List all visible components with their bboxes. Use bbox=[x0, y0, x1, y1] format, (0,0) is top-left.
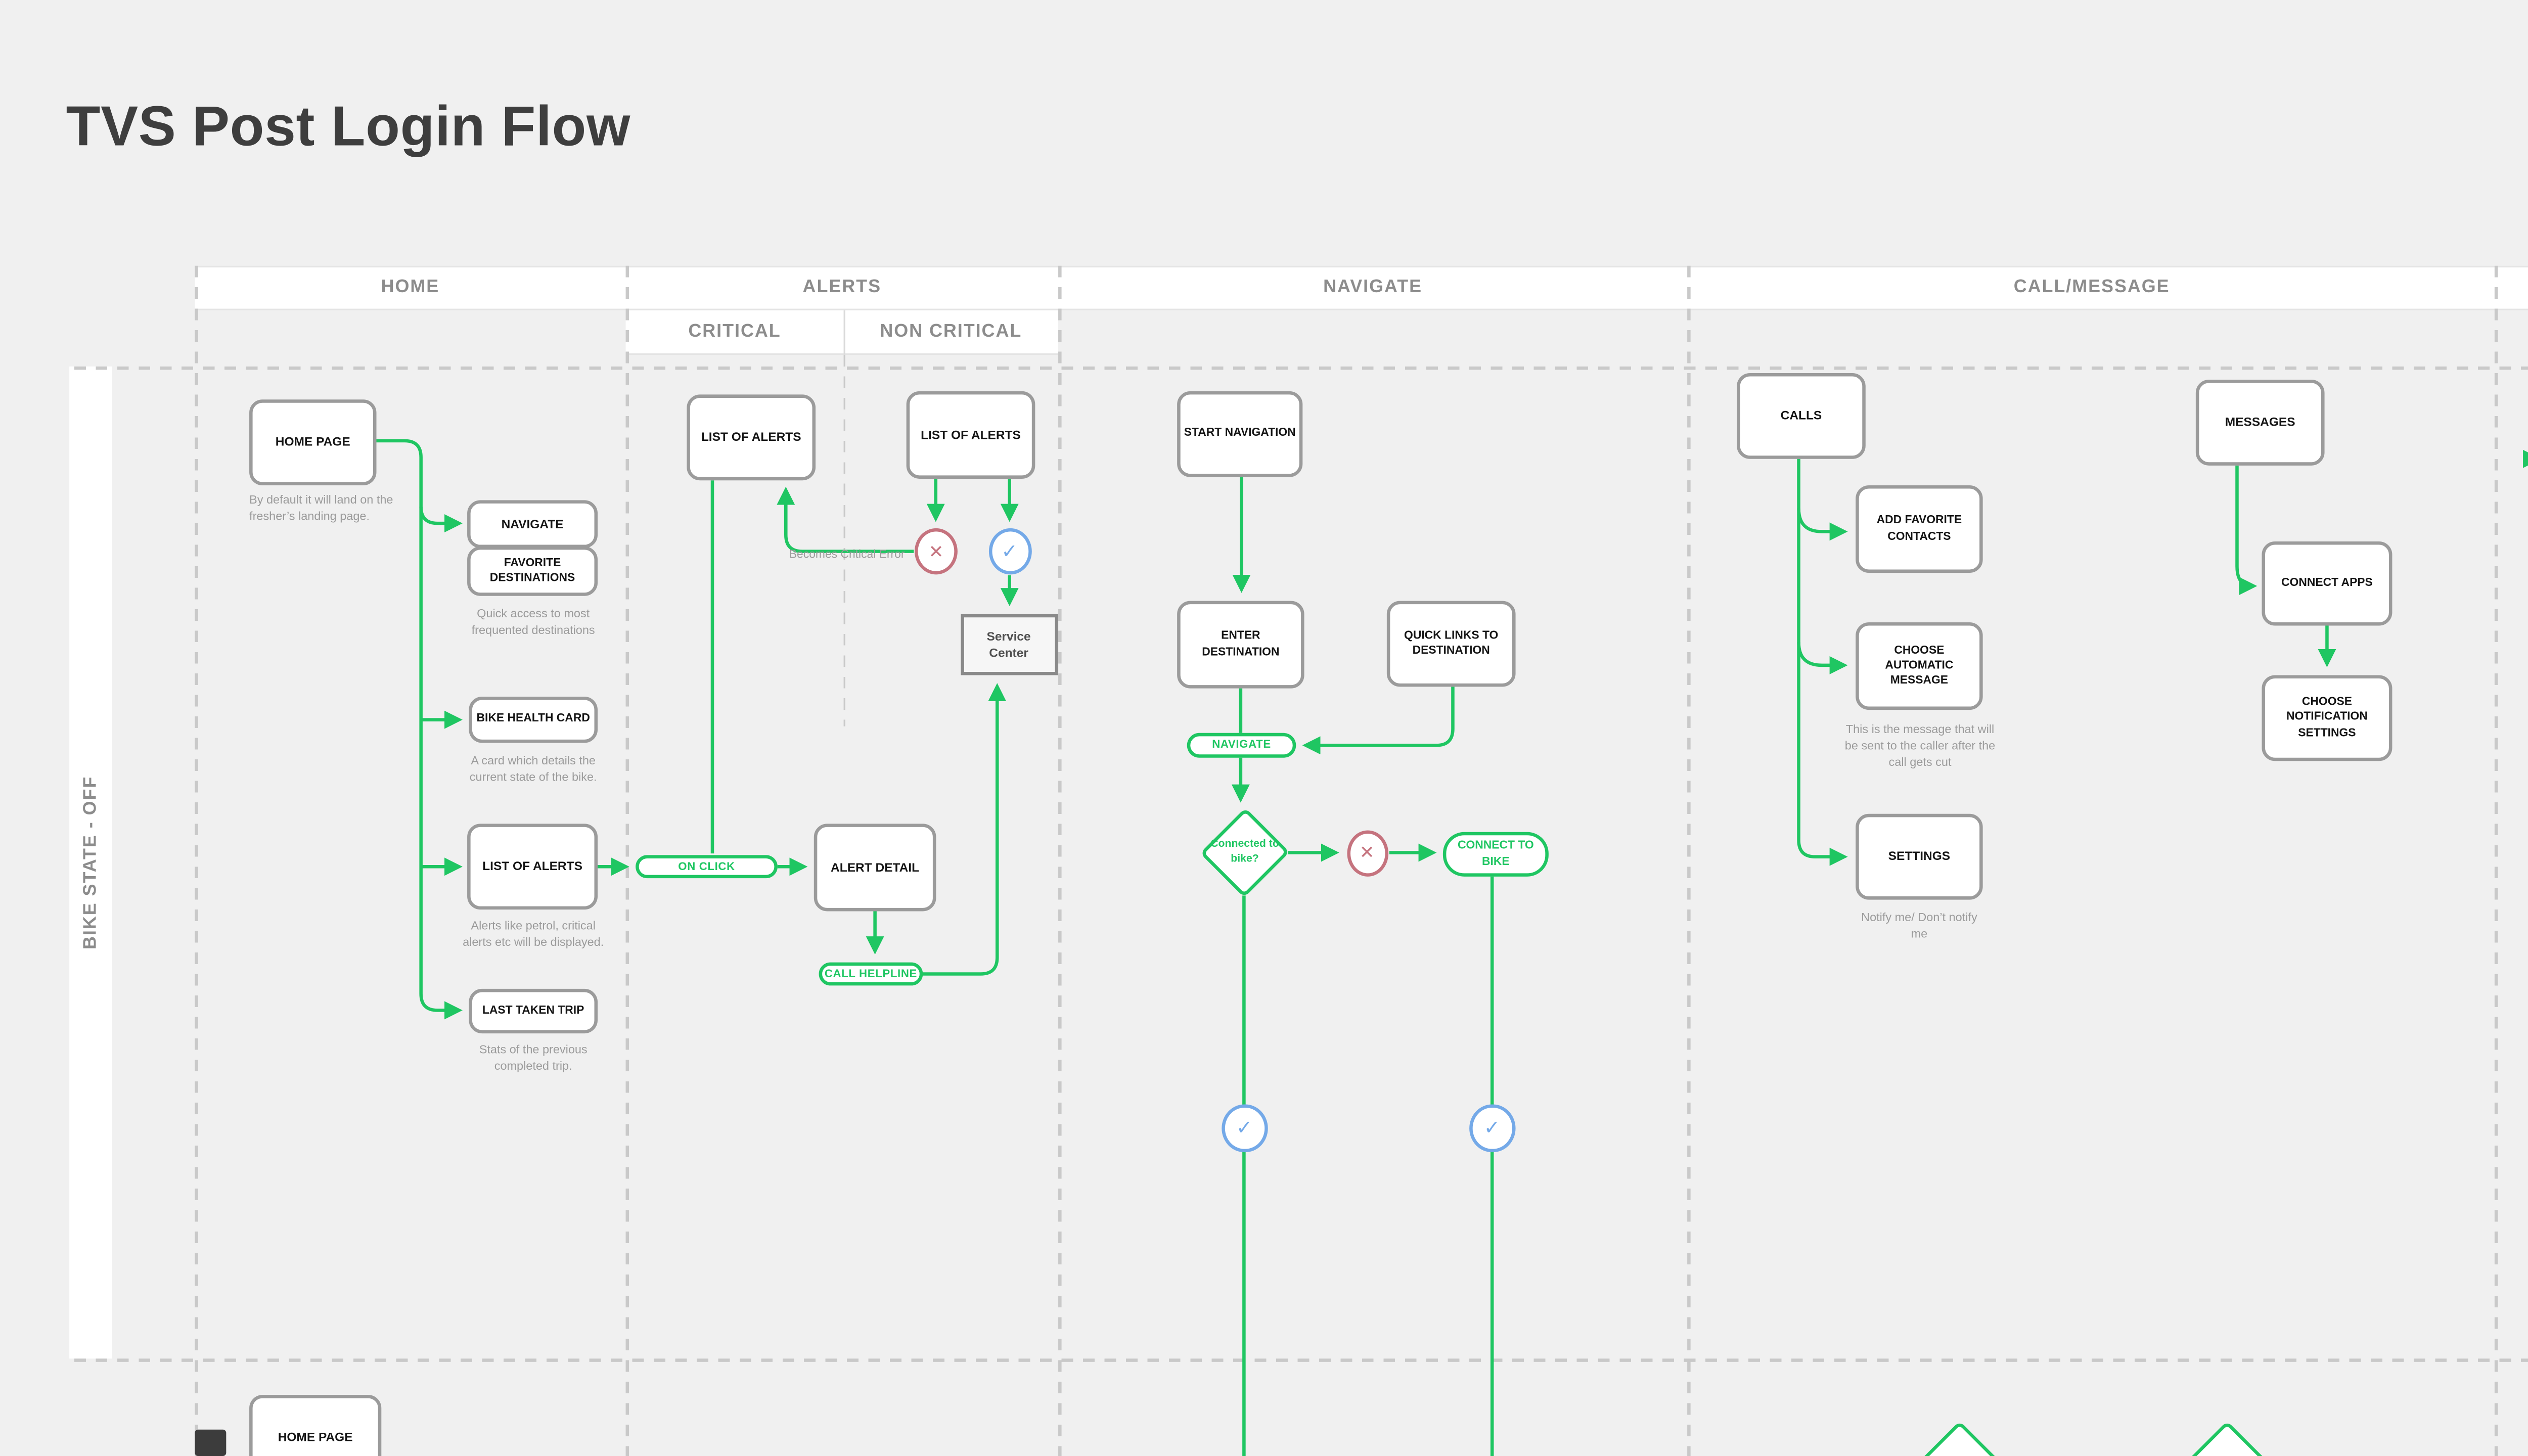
node-connect-to-bike[interactable]: CONNECT TO BIKE bbox=[1442, 832, 1549, 877]
node-choose-automatic-message[interactable]: CHOOSE AUTOMATIC MESSAGE bbox=[1856, 622, 1983, 710]
decision-label: Connected to bike? bbox=[1210, 838, 1279, 864]
caption-choose-automatic-message: This is the message that will be sent to… bbox=[1844, 721, 1996, 770]
check-icon: ✓ bbox=[1236, 1116, 1253, 1140]
row-divider-bottom bbox=[74, 1358, 2528, 1361]
column-header-non-critical: NON CRITICAL bbox=[880, 322, 1022, 342]
node-calls[interactable]: CALLS bbox=[1737, 373, 1866, 459]
caption-last-taken-trip: Stats of the previous completed trip. bbox=[479, 1041, 588, 1073]
node-choose-notification-settings[interactable]: CHOOSE NOTIFICATION SETTINGS bbox=[2262, 675, 2392, 761]
fail-circle-navigate[interactable]: ✕ bbox=[1346, 829, 1388, 876]
node-settings[interactable]: SETTINGS bbox=[1856, 813, 1983, 900]
node-last-taken-trip[interactable]: LAST TAKEN TRIP bbox=[469, 988, 598, 1034]
connector-to-add-favorite-contacts bbox=[1797, 508, 1848, 541]
caption-list-of-alerts: Alerts like petrol, critical alerts etc … bbox=[463, 918, 604, 949]
success-circle-alerts[interactable]: ✓ bbox=[988, 528, 1031, 575]
column-header-critical: CRITICAL bbox=[688, 322, 781, 342]
decision-connected-to-bike[interactable]: Connected to bike? bbox=[1200, 807, 1290, 898]
connector-messages-to-connect-apps bbox=[2235, 465, 2258, 596]
node-alert-detail[interactable]: ALERT DETAIL bbox=[814, 824, 936, 912]
check-icon: ✓ bbox=[1001, 539, 1018, 563]
pill-navigate[interactable]: NAVIGATE bbox=[1187, 733, 1296, 758]
node-start-navigation[interactable]: START NAVIGATION bbox=[1177, 391, 1303, 477]
caption-becomes-critical: Becomes Critical Error bbox=[789, 550, 905, 562]
node-navigate-card[interactable]: NAVIGATE bbox=[467, 500, 598, 549]
check-icon: ✓ bbox=[1483, 1116, 1501, 1140]
node-connect-apps[interactable]: CONNECT APPS bbox=[2262, 541, 2392, 626]
x-icon: ✕ bbox=[1359, 843, 1375, 863]
column-divider bbox=[2494, 265, 2497, 1456]
connector-homepage-trunk bbox=[376, 439, 463, 1020]
column-header-navigate: NAVIGATE bbox=[1323, 277, 1423, 297]
caption-favorite-destinations: Quick access to most frequented destinat… bbox=[471, 606, 595, 638]
column-divider bbox=[195, 265, 198, 1456]
node-home-page[interactable]: HOME PAGE bbox=[249, 399, 377, 485]
caption-bike-health-card: A card which details the current state o… bbox=[469, 752, 597, 785]
success-circle-navigate-2[interactable]: ✓ bbox=[1469, 1103, 1515, 1152]
subheader-divider bbox=[842, 310, 845, 355]
caption-settings: Notify me/ Don’t notify me bbox=[1861, 909, 1977, 941]
caption-home-page: By default it will land on the fresher’s… bbox=[249, 492, 393, 524]
row-divider-top bbox=[74, 366, 2528, 369]
node-add-favorite-contacts[interactable]: ADD FAVORITE CONTACTS bbox=[1856, 485, 1983, 573]
fail-circle-alerts[interactable]: ✕ bbox=[914, 528, 958, 575]
node-quick-links-to-destination[interactable]: QUICK LINKS TO DESTINATION bbox=[1386, 601, 1516, 687]
column-divider bbox=[1687, 265, 1690, 1456]
column-header-call-message: CALL/MESSAGE bbox=[2013, 277, 2170, 297]
pill-on-click[interactable]: ON CLICK bbox=[636, 855, 778, 879]
connector-to-navigate-card bbox=[419, 507, 463, 533]
node-messages[interactable]: MESSAGES bbox=[2195, 380, 2325, 466]
node-list-of-alerts-home[interactable]: LIST OF ALERTS bbox=[467, 824, 598, 910]
x-icon: ✕ bbox=[928, 542, 944, 562]
page-title: TVS Post Login Flow bbox=[66, 96, 631, 159]
node-home-page-row2[interactable]: HOME PAGE bbox=[249, 1395, 382, 1456]
column-header-band bbox=[195, 265, 2528, 310]
critical-noncritical-divider bbox=[842, 355, 845, 726]
row-band-bike-state-off: BIKE STATE - OFF bbox=[69, 366, 113, 1359]
node-enter-destination[interactable]: ENTER DESTINATION bbox=[1177, 601, 1304, 689]
node-bike-health-card[interactable]: BIKE HEALTH CARD bbox=[469, 696, 598, 743]
diamond-shape bbox=[1912, 1421, 2006, 1456]
node-list-of-alerts-critical[interactable]: LIST OF ALERTS bbox=[687, 394, 816, 481]
partial-dark-element bbox=[195, 1429, 225, 1456]
connector-helpline-to-service-center bbox=[923, 683, 1007, 976]
column-header-home: HOME bbox=[381, 277, 440, 297]
pill-call-helpline[interactable]: CALL HELPLINE bbox=[819, 962, 923, 986]
node-list-of-alerts-noncritical[interactable]: LIST OF ALERTS bbox=[906, 391, 1035, 479]
column-divider bbox=[1058, 265, 1061, 1456]
diamond-shape bbox=[2180, 1421, 2274, 1456]
decision-partial-bottom-2[interactable] bbox=[2180, 1421, 2274, 1456]
success-circle-navigate-1[interactable]: ✓ bbox=[1222, 1103, 1268, 1152]
column-header-alerts: ALERTS bbox=[802, 277, 882, 297]
connector-becomes-critical bbox=[777, 486, 914, 553]
node-service-center[interactable]: Service Center bbox=[960, 614, 1058, 675]
connector-quicklinks-to-pill bbox=[1302, 687, 1455, 755]
decision-partial-bottom-1[interactable] bbox=[1912, 1421, 2006, 1456]
node-favorite-destinations[interactable]: FAVORITE DESTINATIONS bbox=[467, 546, 598, 596]
alerts-subheader-band bbox=[625, 310, 1059, 355]
connector-calls-trunk-to-settings bbox=[1797, 459, 1848, 866]
connector-to-choose-automatic-message bbox=[1797, 642, 1848, 674]
